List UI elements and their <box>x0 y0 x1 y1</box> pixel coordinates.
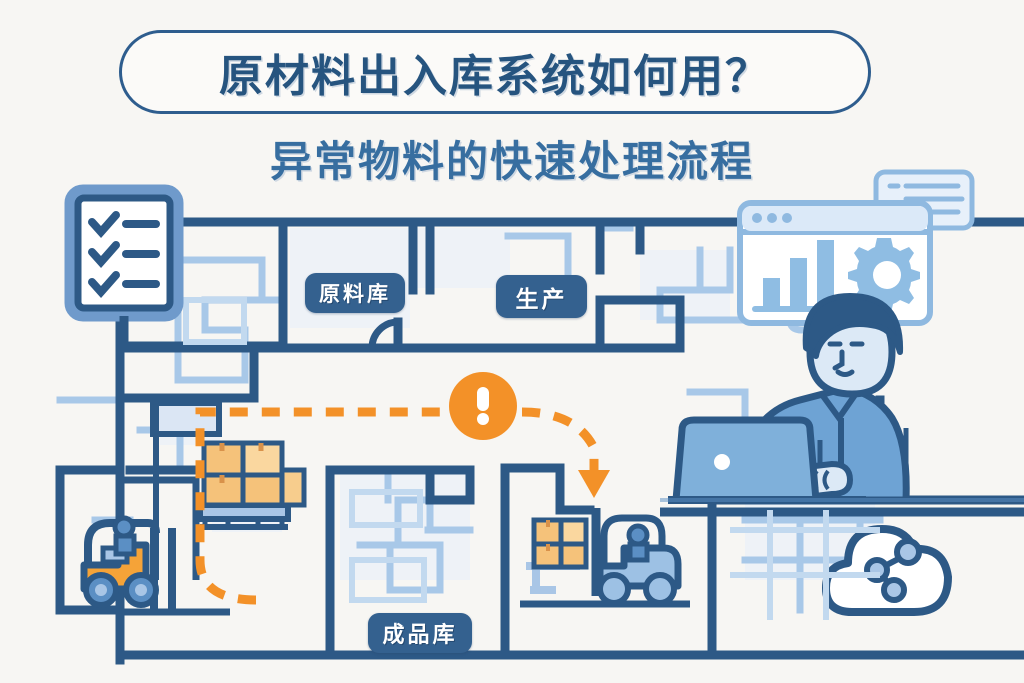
alert-exclamation-icon <box>449 372 517 440</box>
network-nodes <box>864 538 922 603</box>
window-dots <box>752 213 792 223</box>
zone-label-finished-goods: 成品库 <box>368 613 472 653</box>
zone-label-raw-material: 原料库 <box>305 273 405 313</box>
gear-icon <box>848 238 920 313</box>
zone-label-production: 生产 <box>496 275 587 318</box>
page-subtitle: 异常物料的快速处理流程 <box>269 138 754 185</box>
cloud-network-icon <box>822 525 952 616</box>
bar-chart <box>763 240 834 308</box>
exception-flow-dashed-arrow <box>195 407 610 605</box>
title-box: 原材料出入库系统如何用？ <box>119 30 871 114</box>
forklift-orange-icon <box>80 515 230 616</box>
floorplan-grid-right <box>730 510 880 620</box>
forklift-blue-icon <box>520 508 690 608</box>
worker-at-laptop-illustration <box>660 293 1024 517</box>
floorplan-detail-light <box>183 297 427 603</box>
dashboard-window-icon <box>737 200 933 326</box>
page-title: 原材料出入库系统如何用？ <box>219 52 771 101</box>
checklist-clipboard-icon <box>64 184 184 346</box>
